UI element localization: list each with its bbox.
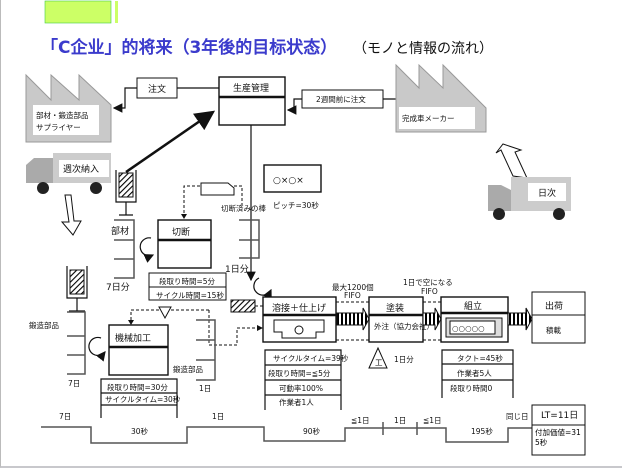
lead-time-box: [531, 404, 586, 456]
assembly-data-2: 段取り時間0: [450, 383, 492, 393]
inventory-triangle-icon: [368, 346, 388, 369]
assembly-label: 組立: [464, 300, 482, 312]
push-arrow-icon: [507, 307, 533, 331]
process-cutting: [157, 219, 212, 269]
timeline-time-1: 90秒: [303, 426, 321, 436]
welding-data-0: サイクルタイム=39秒: [273, 353, 349, 363]
welding-label: 溶接＋仕上げ: [272, 302, 326, 314]
shipping-note: 積載: [546, 325, 561, 335]
value-added: 付加価値=315秒: [535, 428, 581, 447]
machining-label: 機械加工: [115, 332, 151, 344]
process-painting: [368, 296, 424, 343]
painting-label: 塗装: [386, 302, 404, 314]
highlight-block: [44, 0, 112, 24]
assembly-data-0: タクト=45秒: [457, 353, 503, 363]
fifo-2-label: 1日で空になる: [403, 277, 453, 287]
inbound-hollow-arrow-icon: [60, 194, 82, 236]
buzai-days: 7日分: [106, 282, 130, 293]
cutting-data-1: サイクル時間=15秒: [156, 290, 224, 300]
machining-data-box: [100, 378, 178, 418]
pitch-label: ピッチ=30秒: [273, 200, 319, 210]
inbound-truck-icon: [26, 153, 111, 194]
welding-data-3: 作業者1人: [279, 397, 314, 407]
welding-data-1: 段取り時間=≦5分: [268, 368, 331, 378]
customer-order-label: 2週間前に注文: [316, 94, 366, 104]
pull-arrow-icon: [253, 277, 272, 300]
fifo-1-label: 最大1200個: [332, 282, 374, 292]
cutting-data-0: 段取り時間=5分: [159, 276, 216, 286]
forging-out-days: 1日: [199, 384, 211, 393]
kanban-post-icon: [69, 269, 85, 295]
push-arrow-icon: [422, 307, 442, 331]
buzai-label: 部材: [111, 225, 129, 237]
assembly-data-1: 作業者5人: [457, 368, 492, 378]
cutting-label: 切断: [172, 226, 190, 238]
pull-arrow-icon: [139, 237, 155, 263]
production-control-box: [218, 76, 286, 126]
timeline-time-2: 195秒: [471, 426, 493, 436]
forging-out-label: 鍛造部品: [173, 364, 203, 374]
page-title: 「C企业」的将来（3年後的目标状态）: [41, 37, 337, 58]
push-arrow-icon: [336, 307, 370, 331]
welding-data-box: [264, 349, 342, 410]
customer-label: 完成車メーカー: [402, 113, 455, 123]
cut-stock-label: 切断済みの棒: [221, 203, 266, 213]
fifo-1: FIFO: [344, 291, 361, 300]
shipment-hollow-arrow-icon: [495, 143, 528, 179]
pull-arrow-icon: [88, 336, 106, 362]
svg-text:工: 工: [375, 358, 383, 367]
triangle-icon: [158, 306, 172, 320]
inbound-truck-label: 週次納入: [63, 163, 99, 175]
production-control-label: 生産管理: [233, 82, 269, 94]
kanban-post-icon: [118, 172, 134, 198]
timeline-day-1: 1日: [212, 412, 224, 421]
machining-data-1: サイクルタイム=30秒: [105, 394, 181, 404]
customer-order-box: [301, 89, 384, 109]
outbound-truck-icon: [488, 177, 571, 220]
supplier-label-2: サプライヤー: [36, 123, 81, 132]
kanban-card-icon: [200, 182, 235, 196]
fifo-2: FIFO: [421, 287, 438, 296]
leveling-label: ○×○×: [273, 176, 304, 186]
assembly-kanban: ○○○○○: [452, 324, 485, 333]
timeline: [41, 426, 532, 444]
assembly-data-box: [441, 349, 514, 398]
shipping-box: [531, 291, 586, 344]
kanban-batch-icon: [230, 299, 256, 313]
supermarket-icon: [67, 311, 86, 375]
supermarket-icon: [114, 219, 135, 279]
forging-in-label: 鍛造部品: [29, 320, 59, 330]
process-machining: [108, 324, 169, 376]
cut-stock-days: 1日分: [225, 264, 249, 275]
supplier-factory-icon: [25, 73, 112, 143]
forging-in-days: 7日: [68, 379, 80, 388]
timeline-day-2: ≦1日: [351, 416, 370, 425]
timeline-day-0: 7日: [59, 412, 71, 421]
customer-factory-icon: [395, 63, 487, 133]
timeline-time-0: 30秒: [131, 426, 149, 436]
page-subtitle: （モノと情報の流れ）: [353, 41, 493, 57]
outbound-truck-label: 日次: [538, 187, 556, 199]
withdrawal-arrow: [125, 110, 216, 174]
machining-data-0: 段取り時間=30分: [107, 382, 168, 392]
timeline-day-5: 同じ日: [506, 412, 529, 421]
order-box: [136, 77, 178, 99]
leveling-box: [263, 164, 322, 193]
welding-data-2: 可動率100%: [279, 383, 323, 393]
supplier-label: 部材・鍛造部品: [36, 110, 89, 120]
timeline-day-4: ≦1日: [423, 416, 442, 425]
lead-time: LT=11日: [541, 410, 578, 421]
paint-days: 1日分: [394, 355, 414, 364]
timeline-day-3: 1日: [394, 416, 406, 425]
order-label: 注文: [148, 83, 166, 95]
shipping-label: 出荷: [545, 300, 563, 312]
painting-note: 外注（協力会社）: [374, 321, 434, 331]
highlight-bar: [115, 1, 118, 23]
